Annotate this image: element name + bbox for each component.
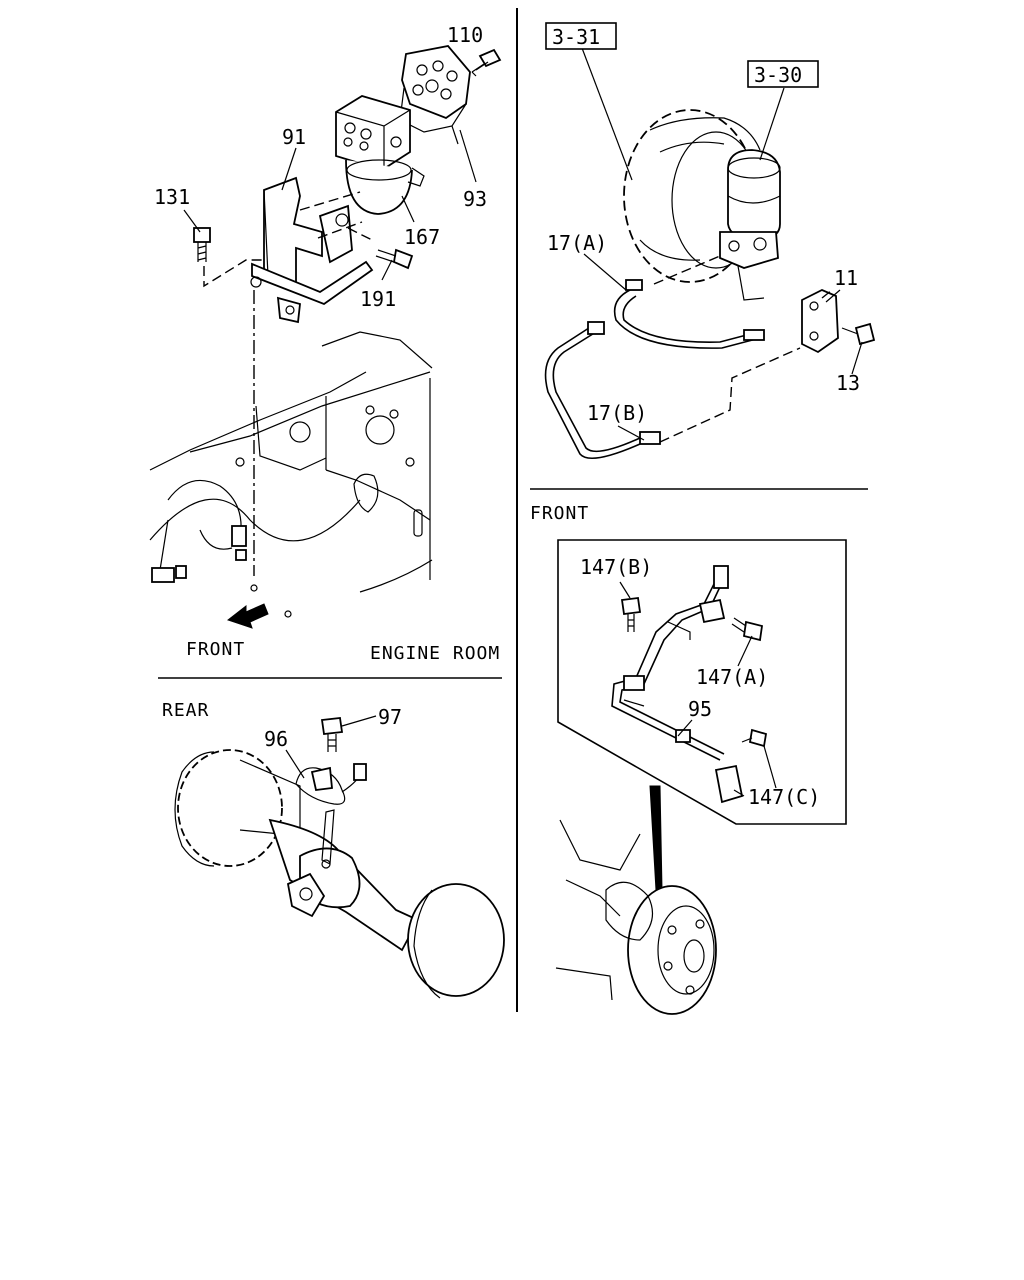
hydraulic-block xyxy=(335,95,425,215)
callout-93: 93 xyxy=(463,187,487,211)
callout-96: 96 xyxy=(264,727,288,751)
brake-booster-illustration xyxy=(544,109,876,460)
rear-axle-illustration xyxy=(174,717,505,999)
front-arrow xyxy=(226,603,269,629)
callout-95: 95 xyxy=(688,697,712,721)
callout-17a: 17(A) xyxy=(547,231,607,255)
front-sensor-illustration xyxy=(555,539,847,1015)
bolt-110 xyxy=(471,48,502,77)
reservoir-330 xyxy=(719,149,781,269)
callout-167: 167 xyxy=(404,225,440,249)
note-front-engine: FRONT xyxy=(186,639,245,660)
ref-box-331 xyxy=(545,22,617,50)
ref-label-330[interactable]: 3-30 xyxy=(754,63,802,87)
bolt-147c xyxy=(741,728,768,748)
leader-lines xyxy=(183,47,863,789)
bolt-147a xyxy=(731,617,764,642)
callout-11: 11 xyxy=(834,266,858,290)
abs-unit-illustration xyxy=(149,45,502,629)
brake-pipe-17b xyxy=(544,321,661,460)
bolt-13 xyxy=(841,322,876,346)
callout-97: 97 xyxy=(378,705,402,729)
ref-box-330 xyxy=(747,60,819,88)
callout-191: 191 xyxy=(360,287,396,311)
sensor-harness-95 xyxy=(611,565,745,804)
callout-13: 13 xyxy=(836,371,860,395)
bolt-147b xyxy=(620,596,642,632)
ref-label-331[interactable]: 3-31 xyxy=(552,25,600,49)
front-hub xyxy=(555,819,717,1015)
callout-147a: 147(A) xyxy=(696,665,768,689)
engine-room-frame xyxy=(149,331,433,618)
bolt-191 xyxy=(375,248,414,270)
speed-sensor-96 xyxy=(295,763,367,805)
bolt-131 xyxy=(193,227,211,262)
callout-91: 91 xyxy=(282,125,306,149)
brake-pipe-17a xyxy=(613,279,765,349)
callout-17b: 17(B) xyxy=(587,401,647,425)
bolt-97 xyxy=(320,717,344,752)
callout-147b: 147(B) xyxy=(580,555,652,579)
callout-110: 110 xyxy=(447,23,483,47)
callout-131: 131 xyxy=(154,185,190,209)
note-front-right: FRONT xyxy=(530,503,589,524)
callout-147c: 147(C) xyxy=(748,785,820,809)
three-way-joint-11 xyxy=(801,289,839,354)
note-rear: REAR xyxy=(162,700,209,721)
note-engine-room: ENGINE ROOM xyxy=(370,643,500,664)
detail-inset-frame xyxy=(557,539,847,825)
bracket-91 xyxy=(250,176,374,324)
